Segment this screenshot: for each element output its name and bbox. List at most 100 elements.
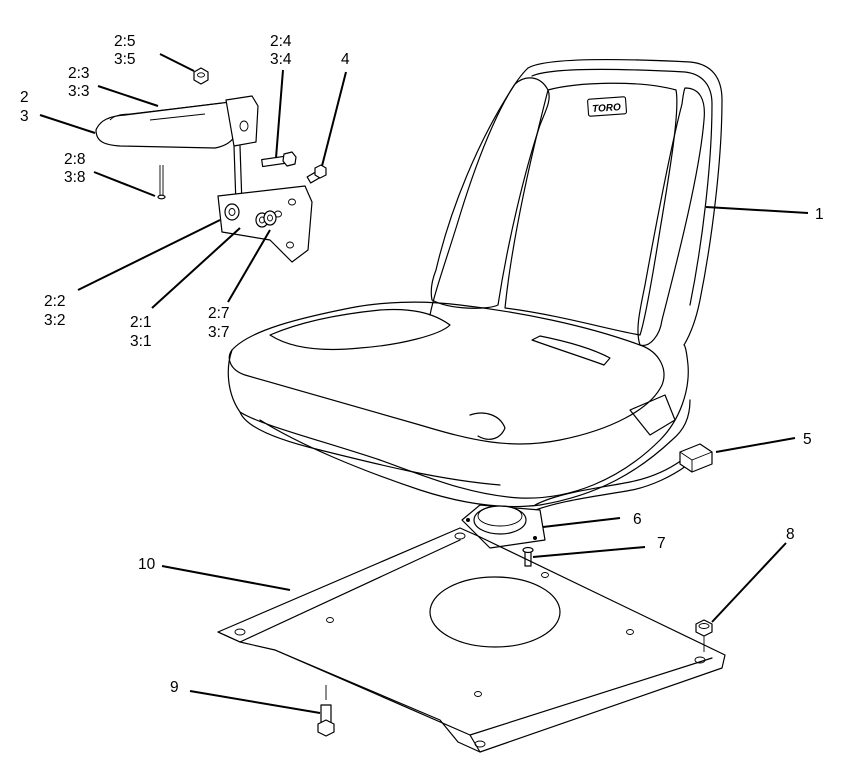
toro-logo-badge: TORO bbox=[587, 96, 627, 117]
armrest-pad-top bbox=[109, 102, 223, 121]
seat-cushion-crease-left bbox=[269, 308, 451, 351]
bracket-hole bbox=[286, 241, 294, 249]
connector-plug bbox=[679, 443, 713, 473]
base-plate-outline bbox=[217, 527, 726, 753]
bolt-2-4 bbox=[261, 151, 297, 168]
callout-4: 4 bbox=[341, 51, 350, 68]
leader-7 bbox=[532, 546, 646, 558]
switch-hole-1 bbox=[466, 518, 470, 522]
base-plate-flange-left bbox=[217, 539, 461, 643]
seat-cushion-front bbox=[227, 344, 689, 499]
base-hole bbox=[694, 656, 706, 664]
callout-3-3: 3:3 bbox=[68, 83, 90, 100]
callout-2-7: 2:7 bbox=[208, 305, 230, 322]
base-hole bbox=[474, 691, 482, 697]
switch-top bbox=[477, 505, 523, 527]
bracket-hole bbox=[288, 198, 296, 206]
leader-2-5 bbox=[159, 53, 195, 72]
seat-switch bbox=[461, 504, 546, 549]
callout-1: 1 bbox=[815, 206, 824, 223]
armrest-mount-hole bbox=[239, 120, 249, 132]
nut-2-5 bbox=[193, 67, 209, 85]
leader-2-2 bbox=[77, 219, 221, 291]
callout-3-2: 3:2 bbox=[44, 312, 66, 329]
callout-6: 6 bbox=[633, 511, 642, 528]
washer-2-2 bbox=[224, 203, 240, 221]
bolt-4 bbox=[306, 164, 327, 184]
callout-5: 5 bbox=[803, 431, 812, 448]
leader-10 bbox=[161, 565, 291, 591]
bolt-9 bbox=[317, 685, 335, 737]
seat-cushion-slot bbox=[531, 335, 611, 366]
leader-2-8 bbox=[93, 171, 156, 197]
armrest-pad-groove bbox=[149, 113, 206, 121]
seat-side-bracket bbox=[629, 394, 676, 436]
leader-2 bbox=[39, 114, 96, 134]
toro-logo-text: TORO bbox=[592, 102, 622, 115]
callout-2: 2 bbox=[20, 89, 29, 106]
callout-3-7: 3:7 bbox=[208, 324, 230, 341]
leader-9 bbox=[189, 690, 321, 714]
harness-wire-2 bbox=[529, 465, 687, 513]
leader-8 bbox=[711, 542, 787, 623]
screw-7 bbox=[522, 546, 534, 567]
base-hole bbox=[326, 617, 334, 623]
seat-cushion-top bbox=[228, 301, 665, 445]
seat-bottom-shell-detail bbox=[469, 412, 506, 440]
callout-labels: 1 2 3 2:3 3:3 2:5 3:5 2:4 3:4 4 2:8 3:8 … bbox=[20, 33, 824, 696]
screw-2-8 bbox=[157, 165, 166, 200]
leader-2-4 bbox=[275, 69, 284, 159]
seat-backrest-left bbox=[429, 67, 529, 316]
base-hole bbox=[454, 532, 466, 540]
callout-2-1: 2:1 bbox=[130, 314, 152, 331]
base-plate-hole bbox=[429, 576, 561, 648]
seat-backrest-outline bbox=[527, 58, 723, 346]
callout-3: 3 bbox=[20, 108, 29, 125]
callout-9: 9 bbox=[170, 679, 179, 696]
leader-lines bbox=[39, 53, 809, 714]
base-plate-flange-right bbox=[469, 657, 713, 753]
leader-2-3 bbox=[97, 85, 159, 107]
callout-2-3: 2:3 bbox=[68, 65, 90, 82]
leader-1 bbox=[705, 206, 809, 214]
seat-right-bolster bbox=[637, 87, 705, 346]
armrest-mount bbox=[225, 95, 259, 147]
callout-2-8: 2:8 bbox=[64, 151, 86, 168]
callout-3-4: 3:4 bbox=[270, 51, 292, 68]
seat-cushion-front-lip bbox=[239, 411, 501, 486]
leader-2-1 bbox=[151, 227, 241, 309]
seat: TORO bbox=[227, 58, 723, 508]
nut-2-7 bbox=[263, 210, 277, 226]
seat-left-bolster bbox=[430, 77, 550, 309]
base-hole bbox=[474, 740, 486, 748]
callout-3-8: 3:8 bbox=[64, 169, 86, 186]
base-hole bbox=[234, 628, 246, 636]
harness-wire bbox=[534, 459, 683, 506]
callout-3-5: 3:5 bbox=[114, 51, 136, 68]
seat-switch-harness bbox=[529, 443, 713, 513]
callout-2-5: 2:5 bbox=[114, 33, 136, 50]
base-hole bbox=[541, 572, 549, 578]
leader-5 bbox=[715, 437, 796, 453]
callout-2-2: 2:2 bbox=[44, 293, 66, 310]
callout-7: 7 bbox=[657, 535, 666, 552]
leader-6 bbox=[542, 517, 621, 528]
switch-hole-2 bbox=[533, 536, 537, 540]
callout-3-1: 3:1 bbox=[130, 333, 152, 350]
nut-8 bbox=[695, 619, 713, 652]
callout-2-4: 2:4 bbox=[270, 33, 292, 50]
leader-2-7 bbox=[227, 229, 271, 303]
armrest-pad bbox=[95, 101, 243, 149]
base-hole bbox=[626, 629, 634, 635]
seat-backrest-inner-edge bbox=[531, 68, 713, 306]
seat-bottom-shell bbox=[259, 399, 691, 508]
base-plate-fold bbox=[274, 649, 471, 736]
base-plate bbox=[217, 527, 726, 753]
callout-8: 8 bbox=[786, 526, 795, 543]
seat-back-center-panel bbox=[504, 82, 678, 336]
leader-4 bbox=[321, 71, 347, 167]
callout-10: 10 bbox=[138, 556, 156, 573]
armrest-assembly bbox=[95, 67, 327, 263]
